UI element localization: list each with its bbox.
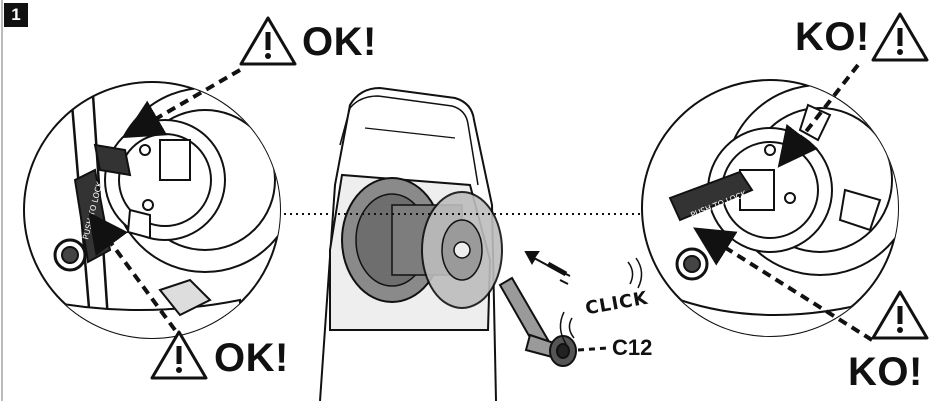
ok-label-top: OK! [302,20,377,64]
ko-label-bottom: KO! [848,350,923,394]
ko-top-arrow [777,63,860,168]
ok-top-arrow [122,68,242,139]
ok-bottom-arrow [88,211,177,332]
motion-arrow-icon [524,251,571,285]
part-label-c12: C12 [612,335,653,360]
click-sound-marks [559,257,643,345]
crank-handle [498,276,577,367]
indicator-arrows [88,63,874,342]
warning-triangle-icon [871,290,929,340]
zoom-incorrect-position: PUSH TO LOCK [641,79,899,337]
ko-label-top: KO! [795,15,870,59]
ko-bottom-arrow [693,227,874,342]
step-number-badge: 1 [4,3,28,27]
warning-triangle-icon [239,16,297,66]
warning-triangle-icon [150,330,208,380]
zoom-correct-position: PUSH TO LOCK [23,81,281,339]
warning-triangle-icon [871,12,929,62]
machine-hose-reel [341,177,503,309]
c12-leader-line [577,346,609,352]
ok-label-bottom: OK! [214,336,289,380]
